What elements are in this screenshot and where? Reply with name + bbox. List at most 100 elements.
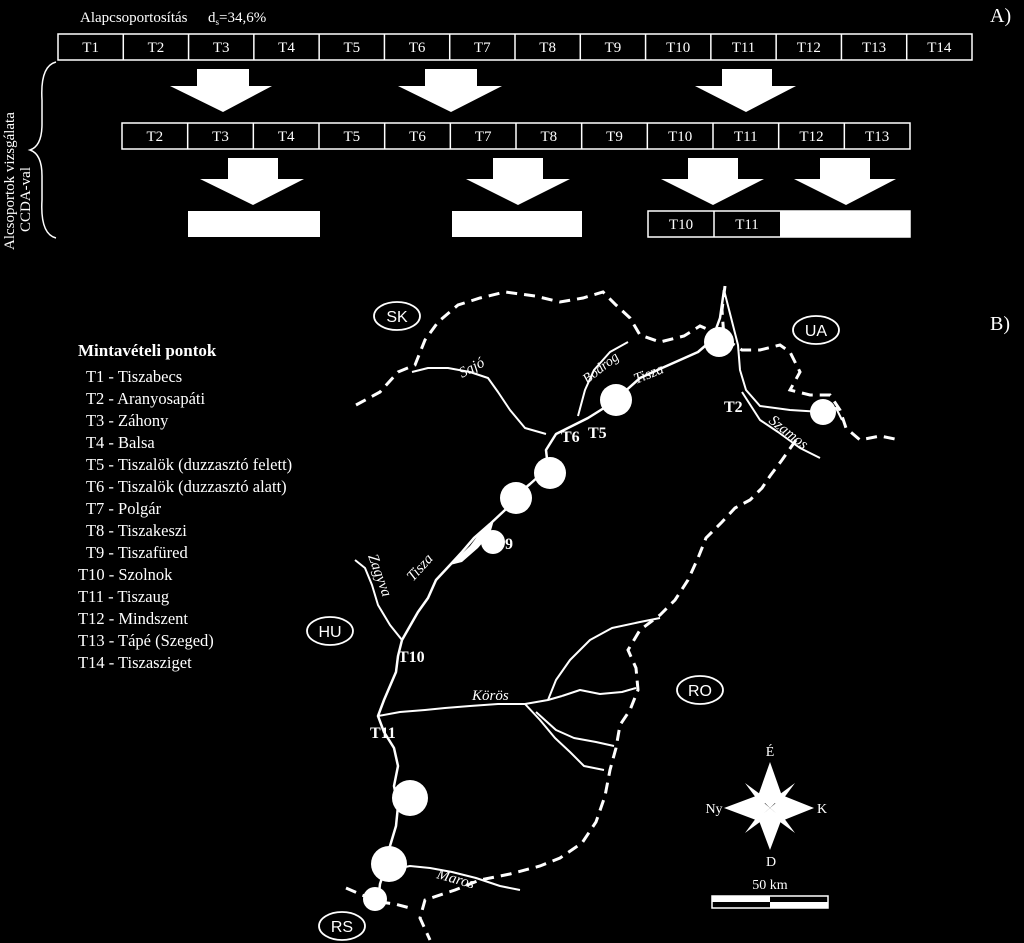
site-cell-t2: T2 (146, 129, 163, 145)
river-tisza (376, 289, 726, 903)
river-label-tisza-upper: Tisza (632, 361, 667, 387)
river-szamos (741, 391, 821, 459)
site-cell-t13: T13 (862, 40, 886, 56)
river-bodrog (577, 341, 629, 417)
country-borders (345, 285, 901, 941)
scale-bar (711, 895, 829, 909)
site-label-t2: T2 (724, 399, 743, 416)
legend-item: T12 - Mindszent (78, 609, 188, 628)
compass-north: É (766, 743, 775, 760)
site-cell-t9: T9 (605, 40, 622, 56)
site-cell-t4: T4 (278, 129, 295, 145)
arrows-level2 (200, 158, 896, 205)
subgroup-bracket (27, 61, 57, 239)
site-labels: T2 T5 T6 9 T10 T11 (370, 399, 743, 742)
site-cell-t2: T2 (148, 40, 165, 56)
arrow-down-icon (466, 158, 570, 205)
legend-item: T1 - Tiszabecs (78, 367, 183, 386)
country-oval-ro (676, 675, 724, 705)
site-cell-t4: T4 (278, 40, 295, 56)
site-cell-t8: T8 (539, 40, 556, 56)
country-oval-sk (373, 301, 421, 331)
country-codes: SK UA HU RO RS (318, 309, 827, 936)
arrow-down-icon (398, 69, 502, 112)
side-label-line1: Alcsoportok vizsgálata (2, 112, 18, 250)
site-cell-t9: T9 (606, 129, 623, 145)
legend-item: T9 - Tiszafüred (78, 543, 188, 562)
legend-item: T5 - Tiszalök (duzzasztó felett) (78, 455, 293, 474)
sampling-sites (363, 327, 836, 911)
site-marker-t9 (481, 530, 505, 554)
site-cell-t3: T3 (213, 40, 230, 56)
site-cell-t7: T7 (475, 129, 492, 145)
compass-west: Ny (705, 802, 722, 817)
site-cell-t12: T12 (799, 129, 823, 145)
site-cell-t6: T6 (409, 40, 426, 56)
panel-b-label: B) (990, 313, 1010, 335)
site-label-t11: T11 (370, 725, 396, 742)
legend-item: T7 - Polgár (78, 499, 162, 518)
site-cell-t10: T10 (666, 40, 690, 56)
legend-list: T1 - Tiszabecs T2 - Aranyosapáti T3 - Zá… (78, 366, 292, 674)
panel-a-label: A) (990, 5, 1011, 27)
legend-item: T14 - Tiszasziget (78, 653, 192, 672)
legend-item: T6 - Tiszalök (duzzasztó alatt) (78, 477, 287, 496)
site-cell-t6: T6 (409, 129, 426, 145)
river-label-bodrog: Bodrog (580, 350, 622, 387)
country-code-ro: RO (688, 683, 712, 700)
result-group-t2-t4 (188, 211, 320, 237)
side-label-line2: CCDA-val (18, 167, 34, 232)
site-label-t5: T5 (588, 425, 607, 442)
site-marker-t4 (600, 384, 632, 416)
site-marker-t1 (704, 327, 734, 357)
arrow-down-icon (170, 69, 272, 112)
river-label-szamos: Szamos (766, 413, 811, 453)
site-cell-t11: T11 (732, 40, 756, 56)
site-cell-t3: T3 (212, 129, 229, 145)
river-zagyva (354, 559, 403, 641)
arrow-down-icon (200, 158, 304, 205)
site-cell-t1: T1 (82, 40, 99, 56)
river-koros-fekete (535, 711, 615, 747)
country-oval-rs (318, 911, 366, 941)
country-oval-ua (792, 315, 840, 345)
compass-south: D (766, 855, 776, 870)
site-cell-t11: T11 (734, 129, 758, 145)
scale-label: 50 km (752, 878, 788, 893)
site-cell-t5: T5 (343, 129, 360, 145)
river-label-sajo: Sajó (456, 355, 487, 382)
arrows-level1 (170, 69, 796, 112)
river-sajo (411, 367, 547, 435)
legend-item: T10 - Szolnok (78, 565, 173, 584)
legend-item: T11 - Tiszaug (78, 587, 170, 606)
compass-east: K (817, 802, 827, 817)
site-label-t9: 9 (505, 536, 513, 553)
legend-item: T8 - Tiszakeszi (78, 521, 187, 540)
legend-item: T13 - Tápé (Szeged) (78, 631, 214, 650)
border-sk-hu (355, 290, 715, 407)
site-cell-t12: T12 (797, 40, 821, 56)
river-label-tisza-mid: Tisza (404, 551, 437, 585)
result-group-t12-t13 (780, 211, 910, 237)
site-marker-t12 (392, 780, 428, 816)
country-code-sk: SK (386, 309, 408, 326)
arrow-down-icon (794, 158, 896, 205)
site-label-t6: T6 (561, 429, 580, 446)
site-marker-t2 (810, 399, 836, 425)
border-ro-hu (418, 439, 798, 941)
site-cell-t7: T7 (474, 40, 491, 56)
compass-rose-icon (724, 762, 814, 850)
ds-value: ds=34,6% (208, 10, 266, 27)
site-marker-t7 (534, 457, 566, 489)
arrow-down-icon (695, 69, 796, 112)
legend-item: T4 - Balsa (78, 433, 155, 452)
sampling-sites-legend: Mintavételi pontok T1 - Tiszabecs T2 - A… (78, 340, 292, 674)
country-code-hu: HU (318, 624, 341, 641)
base-grouping-title: Alapcsoportosítás (80, 10, 188, 26)
river-koros-feher (524, 703, 605, 771)
site-label-t10: T10 (398, 649, 425, 666)
country-badges (306, 301, 840, 941)
river-koros-sebes (561, 687, 637, 697)
